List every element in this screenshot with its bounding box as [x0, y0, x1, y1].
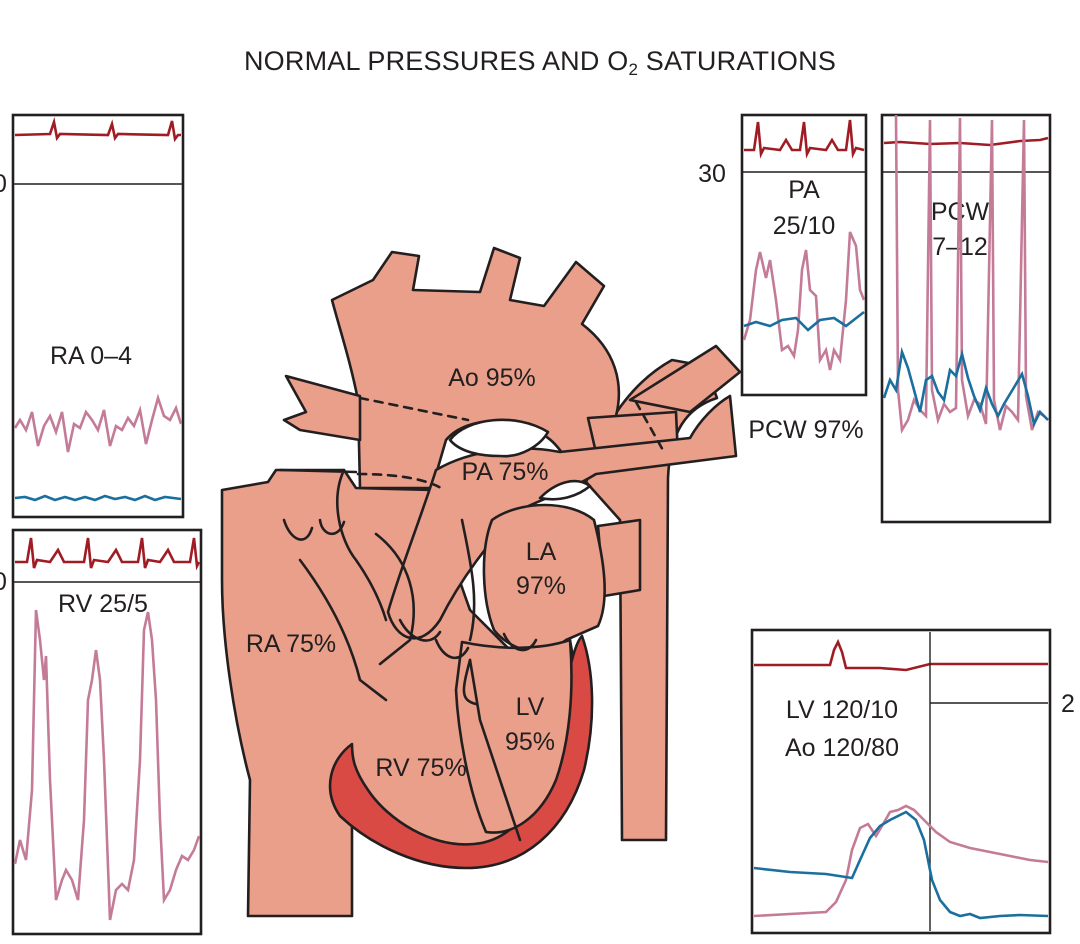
lv-label: LV: [516, 693, 545, 721]
pcw-pressure-panel: PCW 7–12: [880, 113, 1052, 524]
pa-saturation-label: PA 75%: [461, 458, 548, 486]
pa-ecg-trace: [744, 119, 865, 159]
aortic-arch: [330, 246, 621, 490]
rv-pressure-panel: 0 RV 25/5: [0, 528, 203, 936]
pa-pressure-trace: [742, 231, 866, 371]
pcw-ecg-trace: [883, 136, 1049, 147]
pa-pressure-panel: 30 PA 25/10: [698, 113, 868, 397]
pa-label: PA: [788, 176, 820, 204]
left-atrium: [482, 503, 606, 653]
left-ventricle: [454, 638, 573, 834]
heart: [220, 246, 742, 918]
pcw-saturation-trace: [882, 346, 1049, 428]
la-label: LA: [526, 538, 557, 566]
rv-ecg-trace: [15, 537, 201, 571]
rv-pressure-label: RV 25/5: [58, 590, 148, 618]
valve-arcs: [282, 518, 478, 706]
pa-scale-label: 30: [698, 160, 726, 188]
rv-scale-label: 0: [0, 568, 7, 596]
rv-saturation-label: RV 75%: [375, 754, 466, 782]
pa-saturation-trace: [743, 310, 865, 332]
right-pulmonary-artery: [282, 374, 362, 442]
la-saturation-label: 97%: [516, 572, 566, 600]
pcw-saturation-label: PCW 97%: [748, 416, 863, 444]
lv-ecg-trace: [754, 638, 1048, 672]
arch-hole: [448, 418, 550, 458]
ao-saturation-label: Ao 95%: [448, 364, 536, 392]
septum-line: [278, 468, 538, 842]
pressure-waveform-icon: [13, 393, 183, 453]
ventricle-wall: [328, 634, 594, 870]
lv-ao-pressure-panel: 2 LV 120/10 Ao 120/80: [750, 628, 1075, 935]
ra-pressure-label: RA 0–4: [50, 342, 132, 370]
lv-scale-label: 2: [1061, 690, 1075, 718]
ra-saturation-trace: [14, 494, 182, 502]
hidden-vessel-dashes: [356, 396, 666, 492]
lv-pressure-trace: [753, 804, 1049, 918]
title-rest: SATURATIONS: [638, 46, 837, 76]
ao-saturation-trace: [753, 810, 1049, 920]
lv-saturation-label: 95%: [505, 728, 555, 756]
ecg-trace-icon: [14, 116, 181, 143]
rv-pressure-trace: [13, 609, 201, 921]
lv-pressure-label: LV 120/10: [786, 696, 898, 724]
ao-pressure-label: Ao 120/80: [785, 734, 899, 762]
pa-pressure-label: 25/10: [773, 212, 836, 240]
ra-pressure-panel: 0 RA 0–4: [0, 113, 185, 519]
pulmonary-branch-left-arm: [628, 344, 742, 414]
pa-hole: [538, 479, 592, 501]
page-title: NORMAL PRESSURES AND O2 SATURATIONS: [0, 46, 1080, 80]
ra-saturation-label: RA 75%: [246, 630, 336, 658]
ra-scale-label: 0: [0, 170, 7, 198]
title-subscript: 2: [628, 60, 639, 79]
title-main: NORMAL PRESSURES AND O: [243, 46, 629, 76]
